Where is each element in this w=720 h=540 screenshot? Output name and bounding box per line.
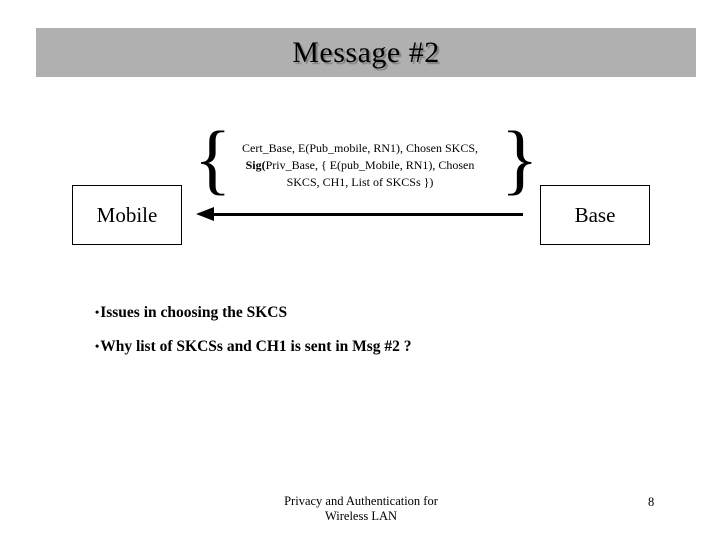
footer-line-1: Privacy and Authentication for <box>284 494 438 508</box>
title-band: Message #2 <box>36 28 696 77</box>
page-number: 8 <box>648 495 655 509</box>
message-arrow-left-head-icon <box>196 207 214 221</box>
mobile-node-box: Mobile <box>72 185 182 245</box>
footer-line-2: Wireless LAN <box>324 509 398 523</box>
base-node-label: Base <box>574 202 616 227</box>
message-arrow-line <box>213 213 523 216</box>
bullet-item-1: •Issues in choosing the SKCS <box>95 304 287 322</box>
sig-label: Sig( <box>245 158 266 172</box>
message-line-1: Cert_Base, E(Pub_mobile, RN1), Chosen SK… <box>242 141 478 155</box>
message-line-2: Sig(Priv_Base, { E(pub_Mobile, RN1), Cho… <box>212 157 508 174</box>
mobile-node-label: Mobile <box>96 202 158 227</box>
bullet-item-2: •Why list of SKCSs and CH1 is sent in Ms… <box>95 338 412 356</box>
bullet-text-1: Issues in choosing the SKCS <box>100 304 288 321</box>
message-line-2-rest: Priv_Base, { E(pub_Mobile, RN1), Chosen <box>265 158 475 172</box>
base-node-box: Base <box>540 185 650 245</box>
bullet-icon: • <box>95 305 100 319</box>
right-brace: } <box>501 115 539 202</box>
message-contents: Cert_Base, E(Pub_mobile, RN1), Chosen SK… <box>212 140 508 191</box>
left-brace: { <box>194 115 232 202</box>
bullet-icon: • <box>95 339 100 353</box>
slide-title: Message #2 <box>292 35 440 69</box>
message-line-3: SKCS, CH1, List of SKCSs }) <box>286 175 434 189</box>
footer-title: Privacy and Authentication for Wireless … <box>250 494 472 524</box>
bullet-text-2: Why list of SKCSs and CH1 is sent in Msg… <box>100 338 412 355</box>
